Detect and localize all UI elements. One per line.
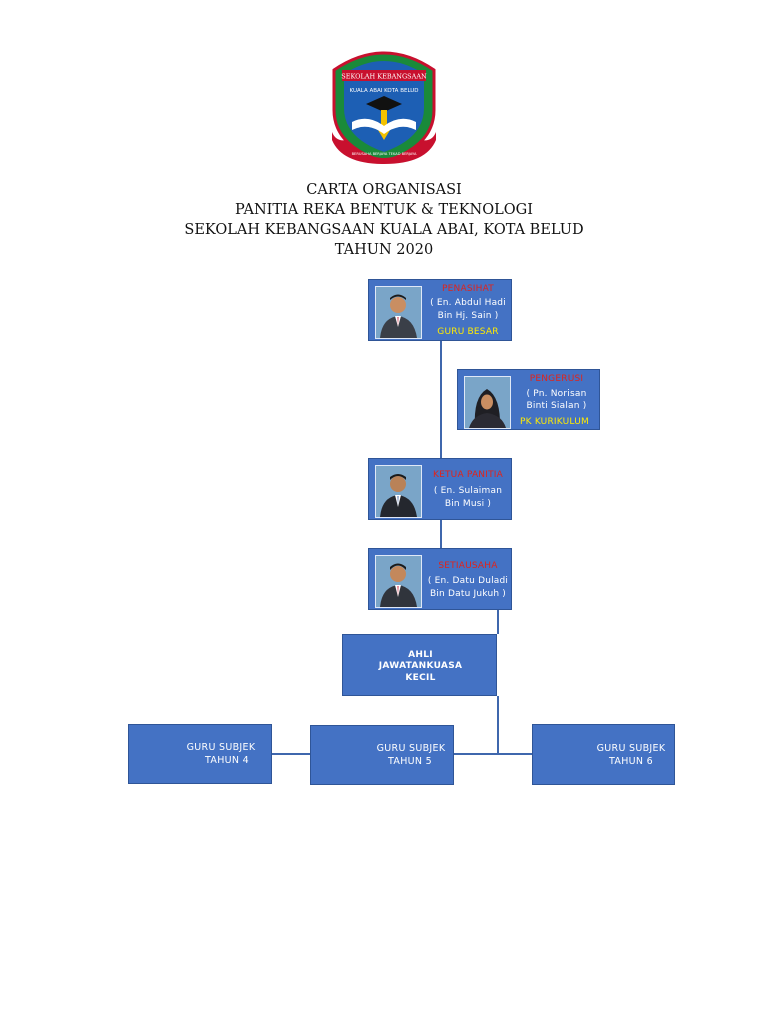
- pengerusi-name-line-2: Binti Sialan ): [526, 401, 587, 411]
- penasihat-position: GURU BESAR: [437, 327, 499, 337]
- connector-ajk-guru: [497, 696, 499, 754]
- pengerusi-role: PENGERUSI: [529, 374, 584, 384]
- connector-penasihat-ketua: [440, 341, 442, 462]
- ajk-line-2: JAWATANKUASA: [378, 661, 463, 671]
- ketua-panitia-name-line-2: Bin Musi ): [444, 499, 492, 509]
- guru-tahun-4-line-1: GURU SUBJEK: [186, 742, 256, 753]
- crest-banner-text: SEKOLAH KEBANGSAAN: [341, 73, 427, 81]
- pengerusi-position: PK KURIKULUM: [520, 417, 589, 427]
- penasihat-name-line-1: ( En. Abdul Hadi: [430, 298, 506, 308]
- guru-tahun-4-line-2: TAHUN 4: [205, 755, 249, 766]
- penasihat-photo: [375, 286, 422, 339]
- guru-tahun-6-line-1: GURU SUBJEK: [596, 743, 666, 754]
- penasihat-role: PENASIHAT: [442, 284, 494, 294]
- ajk-line-3: KECIL: [405, 673, 436, 683]
- ketua-panitia-name-line-1: ( En. Sulaiman: [433, 486, 503, 496]
- setiausaha-photo: [375, 555, 422, 608]
- connector-ketua-setiausaha: [440, 520, 442, 548]
- penasihat-name-line-2: Bin Hj. Sain ): [437, 311, 499, 321]
- ketua-panitia-photo: [375, 465, 422, 518]
- setiausaha-box: SETIAUSAHA ( En. Datu Duladi Bin Datu Ju…: [368, 548, 512, 610]
- pengerusi-photo: [464, 376, 511, 429]
- setiausaha-name-line-2: Bin Datu Jukuh ): [429, 589, 507, 599]
- ahli-jawatankuasa-kecil-box: AHLI JAWATANKUASA KECIL: [342, 634, 497, 696]
- ajk-line-1: AHLI: [408, 650, 433, 660]
- setiausaha-name-line-1: ( En. Datu Duladi: [427, 576, 509, 586]
- ketua-panitia-role: KETUA PANITIA: [433, 470, 503, 480]
- guru-subjek-tahun-5-box: GURU SUBJEK TAHUN 5: [310, 725, 454, 785]
- pengerusi-name-line-1: ( Pn. Norisan: [526, 389, 587, 399]
- connector-setiausaha-ajk: [497, 610, 499, 634]
- setiausaha-role: SETIAUSAHA: [438, 561, 498, 571]
- ketua-panitia-box: KETUA PANITIA ( En. Sulaiman Bin Musi ): [368, 458, 512, 520]
- guru-tahun-6-line-2: TAHUN 6: [609, 756, 653, 767]
- crest-school-text: KUALA ABAI KOTA BELUD: [350, 88, 419, 94]
- guru-subjek-tahun-4-box: GURU SUBJEK TAHUN 4: [128, 724, 272, 784]
- guru-tahun-5-line-1: GURU SUBJEK: [376, 743, 446, 754]
- chart-title-line-3: SEKOLAH KEBANGSAAN KUALA ABAI, KOTA BELU…: [184, 222, 584, 238]
- guru-subjek-tahun-6-box: GURU SUBJEK TAHUN 6: [532, 724, 675, 785]
- guru-tahun-5-line-2: TAHUN 5: [388, 756, 432, 767]
- school-crest-logo: SEKOLAH KEBANGSAAN KUALA ABAI KOTA BELUD…: [332, 51, 436, 164]
- chart-title-line-2: PANITIA REKA BENTUK & TEKNOLOGI: [235, 202, 533, 218]
- penasihat-box: PENASIHAT ( En. Abdul Hadi Bin Hj. Sain …: [368, 279, 512, 341]
- pengerusi-box: PENGERUSI ( Pn. Norisan Binti Sialan ) P…: [457, 369, 600, 430]
- chart-title-line-4: TAHUN 2020: [334, 242, 434, 258]
- chart-title-line-1: CARTA ORGANISASI: [306, 182, 462, 198]
- crest-motto-text: BERUSAHA BERJAYA TEKAD BERJAYA: [352, 152, 417, 156]
